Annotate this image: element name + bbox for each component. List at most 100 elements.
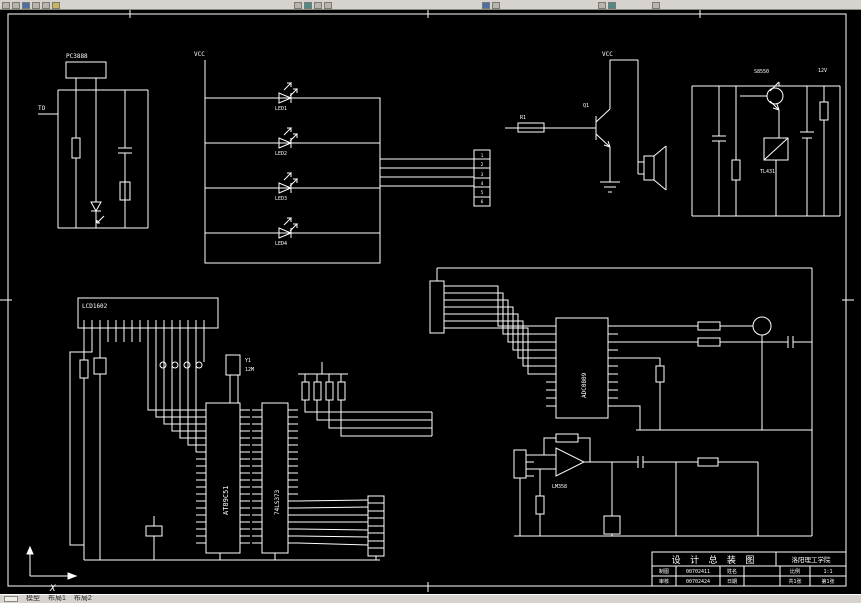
- led-box: [204, 97, 381, 264]
- transistor: [752, 316, 772, 336]
- resistor: [337, 381, 346, 401]
- resistor: [555, 433, 579, 443]
- titleblock-school: 洛阳理工学院: [792, 555, 832, 564]
- label-crystal-freq: 12M: [245, 367, 254, 373]
- label-opamp: LM358: [552, 484, 567, 490]
- resistor: [517, 122, 545, 133]
- resistor: [731, 159, 741, 181]
- circuit-lines: [26, 59, 847, 587]
- led-symbol: [278, 182, 293, 194]
- resistor: [71, 137, 81, 159]
- toolbar-icon[interactable]: [598, 2, 606, 9]
- titleblock-cell: 日期: [727, 579, 737, 585]
- pin-number: 2: [481, 162, 484, 168]
- transistor: [766, 87, 784, 105]
- label-lcd: LCD1602: [82, 303, 108, 310]
- resistor: [79, 359, 89, 379]
- toolbar-icon[interactable]: [482, 2, 490, 9]
- resistor: [697, 337, 721, 347]
- titleblock-cell: 审核: [659, 578, 669, 585]
- pin-number: 4: [481, 181, 484, 187]
- labels-layer: PC3888 TO VCC LED1 LED2 LED3 LED4 1 2 3 …: [38, 51, 835, 594]
- tab-layout1[interactable]: 布局1: [48, 595, 66, 602]
- statusbar: 模型 布局1 布局2: [0, 594, 861, 603]
- label-vcc: VCC: [194, 51, 205, 58]
- titleblock-cell: 第1张: [821, 578, 834, 585]
- pin-number: 1: [481, 153, 484, 159]
- label-transistor: Q1: [583, 103, 589, 109]
- toolbar-icon[interactable]: [304, 2, 312, 9]
- resistor: [819, 101, 829, 121]
- titleblock-cell: 1:1: [823, 569, 832, 575]
- pin-number: 6: [481, 199, 484, 205]
- statusbar-grip: [4, 596, 18, 602]
- ucs-icon: [26, 545, 78, 580]
- pc-ic-body: [65, 61, 107, 79]
- resistor: [655, 365, 665, 383]
- label-pc-ic: PC3888: [66, 53, 88, 60]
- title-block-grid: [651, 551, 847, 587]
- label-vcc: VCC: [602, 51, 613, 58]
- resistor: [325, 381, 334, 401]
- titleblock-cell: 共1张: [788, 578, 801, 585]
- connector: [513, 449, 527, 479]
- label-led3: LED3: [275, 196, 287, 202]
- titleblock-cell: 制图: [659, 568, 669, 575]
- label-led4: LED4: [275, 241, 287, 247]
- tab-model[interactable]: 模型: [26, 595, 40, 602]
- button: [171, 361, 179, 369]
- label-latch: 74LS373: [274, 489, 281, 515]
- crystal: [225, 354, 241, 376]
- toolbar-icon[interactable]: [42, 2, 50, 9]
- toolbar-icon[interactable]: [2, 2, 10, 9]
- led-symbol: [278, 227, 293, 239]
- toolbar-icon[interactable]: [608, 2, 616, 9]
- toolbar-icon[interactable]: [652, 2, 660, 9]
- label-s8550: S8550: [754, 69, 769, 75]
- schematic-svg: PC3888 TO VCC LED1 LED2 LED3 LED4 1 2 3 …: [0, 10, 854, 594]
- led-symbol: [278, 92, 293, 104]
- toolbar-icon[interactable]: [52, 2, 60, 9]
- component: [603, 515, 621, 535]
- label-adc: ADC0809: [581, 372, 588, 398]
- resistor: [535, 495, 545, 515]
- toolbar-icon[interactable]: [492, 2, 500, 9]
- tab-layout2[interactable]: 布局2: [73, 595, 92, 602]
- label-led1: LED1: [275, 106, 287, 112]
- toolbar-sliver: [0, 0, 861, 10]
- label-12v: 12V: [818, 68, 827, 74]
- toolbar-icon[interactable]: [32, 2, 40, 9]
- label-mcu: AT89C51: [222, 485, 230, 515]
- button: [159, 361, 167, 369]
- mcu-chip: [205, 402, 241, 554]
- toolbar-icon[interactable]: [324, 2, 332, 9]
- titleblock-cell: 00702411: [686, 569, 710, 575]
- resistor: [697, 321, 721, 331]
- connector: [429, 280, 445, 334]
- label-resistor: R1: [520, 115, 526, 121]
- button: [183, 361, 191, 369]
- component: [119, 181, 131, 201]
- label-crystal: Y1: [245, 358, 251, 364]
- latch-chip: [261, 402, 289, 554]
- pin-number: 5: [481, 190, 484, 196]
- diode: [90, 201, 102, 213]
- titleblock-cell: 姓名: [727, 568, 737, 575]
- label-led2: LED2: [275, 151, 287, 157]
- ucs-x-label: X: [49, 584, 56, 594]
- toolbar-icon[interactable]: [314, 2, 322, 9]
- speaker: [643, 155, 655, 181]
- opamp: [555, 447, 586, 477]
- resistor: [301, 381, 310, 401]
- led-symbol: [278, 137, 293, 149]
- toolbar-icon[interactable]: [22, 2, 30, 9]
- component: [145, 525, 163, 537]
- drawing-canvas[interactable]: PC3888 TO VCC LED1 LED2 LED3 LED4 1 2 3 …: [0, 10, 861, 594]
- label-to: TO: [38, 105, 46, 112]
- drawing-frame: [0, 10, 854, 592]
- adc-chip: [555, 317, 609, 419]
- button: [195, 361, 203, 369]
- titleblock-title: 设 计 总 装 图: [672, 554, 757, 566]
- toolbar-icon[interactable]: [294, 2, 302, 9]
- toolbar-icon[interactable]: [12, 2, 20, 9]
